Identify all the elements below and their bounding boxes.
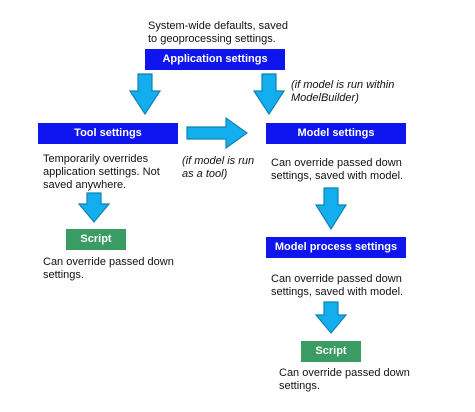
tool-settings-note-line-1: Temporarily overrides xyxy=(43,153,149,165)
top-note-line-1: System-wide defaults, saved xyxy=(148,20,289,32)
model-process-settings-note: Can override passed down settings, saved… xyxy=(271,273,403,299)
script-right-box: Script xyxy=(301,341,361,362)
tool-settings-note-line-2: application settings. Not xyxy=(43,166,160,178)
script-right-note: Can override passed down settings. xyxy=(279,367,410,393)
model-settings-note-line-2: settings, saved with model. xyxy=(271,170,404,182)
script-right-label: Script xyxy=(315,345,347,357)
tool-to-model-note: (if model is run as a tool) xyxy=(182,155,254,181)
model-process-settings-note-line-2: settings, saved with model. xyxy=(271,286,404,298)
model-conditional-note: (if model is run within ModelBuilder) xyxy=(291,79,394,105)
model-process-settings-note-line-1: Can override passed down xyxy=(271,273,402,285)
tool-settings-box: Tool settings xyxy=(38,123,178,144)
script-left-box: Script xyxy=(66,229,126,250)
model-conditional-note-line-1: (if model is run within xyxy=(291,79,395,91)
model-conditional-note-line-2: ModelBuilder) xyxy=(291,92,359,104)
script-left-label: Script xyxy=(80,233,112,245)
model-settings-box: Model settings xyxy=(266,123,406,144)
tool-settings-note-line-3: saved anywhere. xyxy=(43,179,127,191)
application-settings-box: Application settings xyxy=(145,49,285,70)
model-process-settings-box: Model process settings xyxy=(266,237,406,258)
top-note-line-2: to geoprocessing settings. xyxy=(148,33,276,45)
arrow-icon-app-to-model xyxy=(252,73,286,116)
top-note: System-wide defaults, saved to geoproces… xyxy=(148,20,288,46)
arrow-icon-app-to-tool xyxy=(128,73,162,116)
tool-settings-label: Tool settings xyxy=(74,127,142,139)
script-right-note-line-2: settings. xyxy=(279,380,320,392)
application-settings-label: Application settings xyxy=(162,53,268,65)
arrow-icon-tool-to-script xyxy=(77,192,111,223)
script-left-note: Can override passed down settings. xyxy=(43,256,174,282)
model-settings-note-line-1: Can override passed down xyxy=(271,157,402,169)
model-settings-label: Model settings xyxy=(297,127,375,139)
arrow-icon-process-to-script xyxy=(314,301,348,334)
model-process-settings-label: Model process settings xyxy=(274,241,398,253)
arrow-icon-tool-to-model xyxy=(186,116,249,150)
script-right-note-line-1: Can override passed down xyxy=(279,367,410,379)
model-settings-note: Can override passed down settings, saved… xyxy=(271,157,403,183)
arrow-icon-model-to-process xyxy=(314,187,348,231)
tool-to-model-note-line-1: (if model is run xyxy=(182,155,255,167)
tool-to-model-note-line-2: as a tool) xyxy=(182,168,228,180)
script-left-note-line-1: Can override passed down xyxy=(43,256,174,268)
tool-settings-note: Temporarily overrides application settin… xyxy=(43,153,160,192)
script-left-note-line-2: settings. xyxy=(43,269,84,281)
